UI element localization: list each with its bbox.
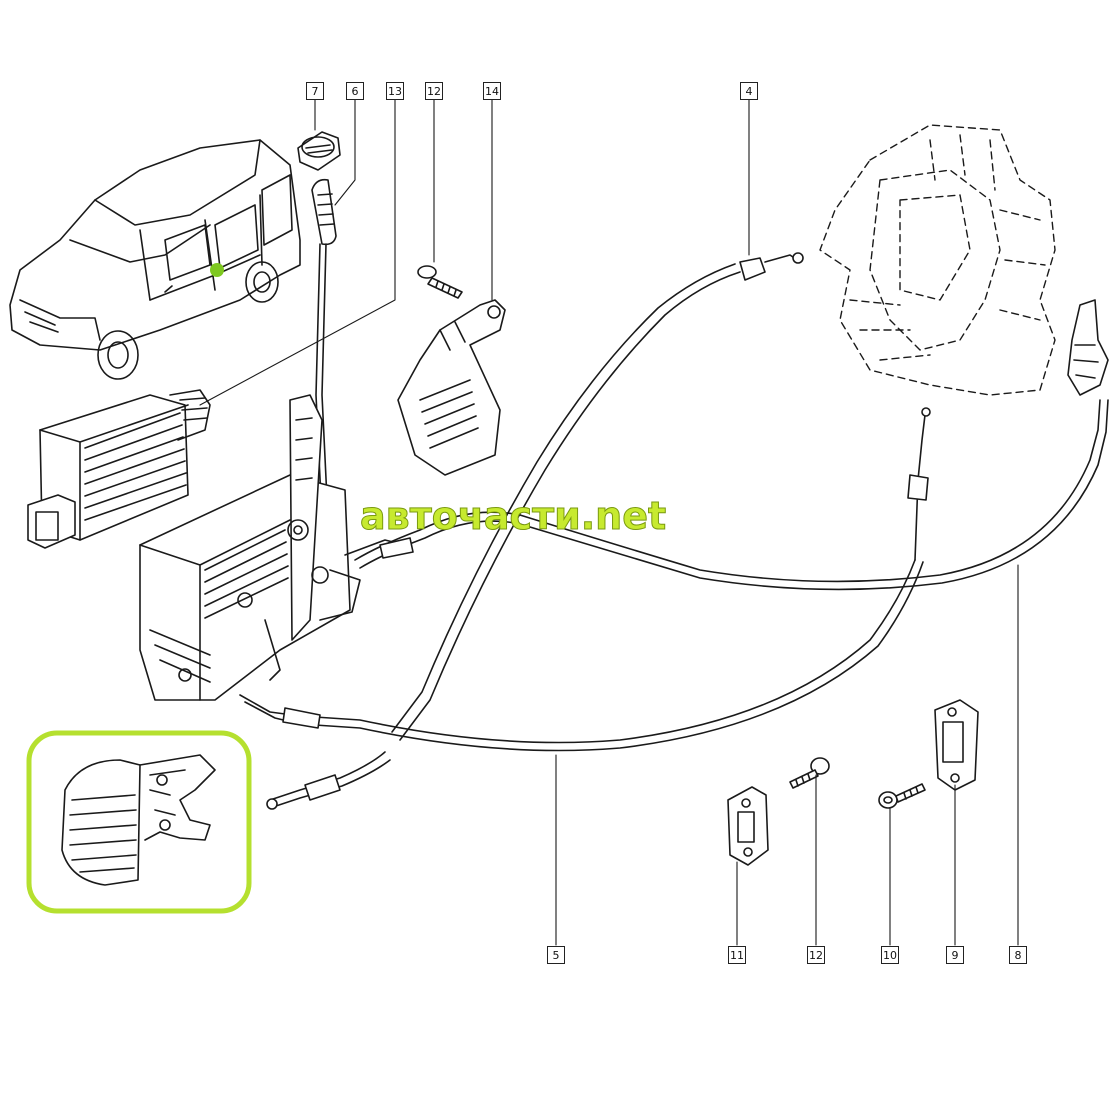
inset-handle — [61, 754, 216, 886]
van-illustration — [9, 139, 301, 380]
door-internal-outline — [819, 124, 1056, 396]
watermark-text: авточасти.net — [359, 494, 667, 539]
callout-13: 13 — [386, 82, 404, 100]
part-11-striker — [727, 786, 769, 866]
callout-12-bottom: 12 — [807, 946, 825, 964]
part-9-plate — [934, 699, 979, 791]
callout-14: 14 — [483, 82, 501, 100]
door-lock-mechanism — [139, 394, 406, 701]
callout-5: 5 — [547, 946, 565, 964]
callout-9: 9 — [946, 946, 964, 964]
callout-12-top: 12 — [425, 82, 443, 100]
cable-lower — [266, 751, 391, 810]
part-12-screw-top — [417, 265, 463, 299]
cable-8 — [354, 399, 1109, 591]
callout-10: 10 — [881, 946, 899, 964]
part-7-grommet — [297, 131, 341, 171]
part-12-screw-bottom — [789, 757, 830, 789]
part-13-actuator — [27, 389, 211, 549]
callout-6: 6 — [346, 82, 364, 100]
cable-5 — [239, 407, 931, 752]
leader-lines — [199, 99, 1019, 946]
highlight-dot — [210, 263, 224, 277]
callout-8: 8 — [1009, 946, 1027, 964]
rear-latch — [1067, 299, 1109, 396]
inset-highlight-frame — [26, 730, 252, 914]
part-6-rod — [311, 178, 337, 521]
part-10-screw — [878, 783, 926, 809]
cable-4 — [391, 252, 804, 741]
callout-7: 7 — [306, 82, 324, 100]
callout-11: 11 — [728, 946, 746, 964]
part-14-bracket — [397, 299, 506, 476]
callout-4: 4 — [740, 82, 758, 100]
